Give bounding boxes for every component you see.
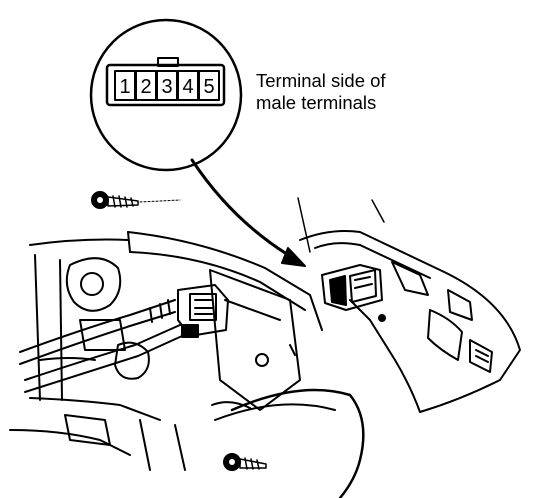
dashboard-panel bbox=[9, 230, 521, 498]
caption-line-1: Terminal side of bbox=[256, 70, 386, 91]
leader-lines bbox=[297, 197, 385, 253]
wiring-harness bbox=[19, 299, 183, 393]
upper-screw bbox=[91, 191, 181, 209]
pin-label-3: 3 bbox=[161, 76, 172, 98]
connector-pin-cells bbox=[114, 70, 220, 101]
panel-switches bbox=[378, 261, 493, 373]
pin-label-2: 2 bbox=[140, 76, 151, 98]
pin-label-5: 5 bbox=[203, 76, 214, 98]
terminal-side-caption: Terminal side of male terminals bbox=[256, 70, 386, 114]
harness-connector bbox=[177, 284, 229, 338]
connector-magnifier: 1 2 3 4 5 bbox=[89, 18, 243, 172]
pin-label-4: 4 bbox=[182, 76, 193, 98]
pointer-arrow bbox=[190, 158, 306, 267]
magnifier-circle bbox=[89, 18, 243, 172]
target-connector bbox=[321, 264, 383, 311]
pin-label-1: 1 bbox=[119, 76, 130, 98]
lower-screw bbox=[223, 453, 267, 471]
caption-line-2: male terminals bbox=[256, 92, 377, 113]
